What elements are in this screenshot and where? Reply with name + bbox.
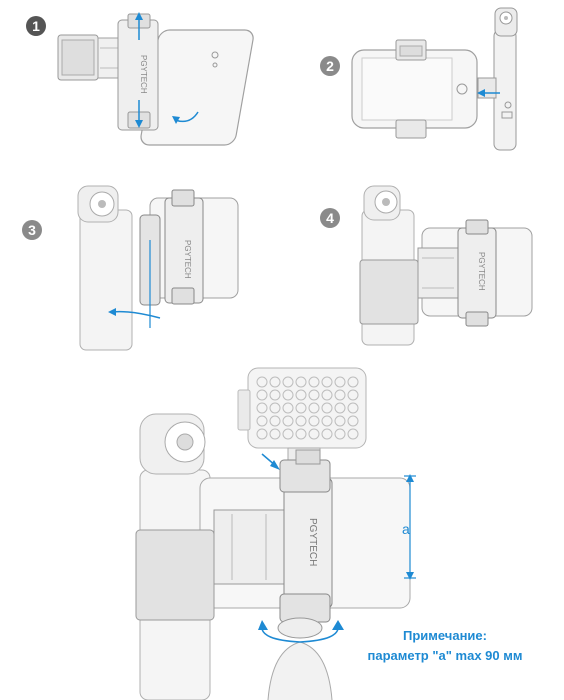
led-dot — [347, 415, 359, 427]
led-dot — [321, 389, 333, 401]
led-dot — [282, 402, 294, 414]
led-dot — [347, 376, 359, 388]
dimension-label-a: a — [402, 521, 410, 537]
led-dot — [282, 389, 294, 401]
led-dot — [334, 415, 346, 427]
assembled-illustration: PGYTECH — [135, 367, 416, 700]
step-2-panel: 2 — [282, 0, 564, 170]
led-dot — [295, 389, 307, 401]
led-dot — [334, 376, 346, 388]
led-dot — [334, 402, 346, 414]
led-dot — [282, 428, 294, 440]
led-dot — [295, 402, 307, 414]
led-dot — [256, 376, 268, 388]
assembled-illustration-panel: PGYTECH a — [0, 350, 564, 700]
step-number-badge: 2 — [320, 56, 340, 76]
led-dot — [256, 428, 268, 440]
led-dot — [347, 402, 359, 414]
led-dot — [269, 376, 281, 388]
step-4-illustration: PGYTECH — [359, 185, 533, 346]
step-1-panel: 1 PGYTECH — [0, 0, 282, 170]
brand-label: PGYTECH — [477, 252, 486, 291]
brand-label: PGYTECH — [307, 518, 318, 566]
led-dot — [308, 415, 320, 427]
led-dot — [282, 415, 294, 427]
led-dot — [308, 389, 320, 401]
led-dot — [321, 402, 333, 414]
led-dot — [295, 415, 307, 427]
step-4-panel: 4 PGYTECH — [282, 170, 564, 350]
led-dot — [334, 428, 346, 440]
note-text: параметр "a" max 90 мм — [367, 648, 523, 663]
led-dot — [269, 415, 281, 427]
note-block: Примечание: параметр "a" max 90 мм — [350, 626, 540, 666]
led-dot — [347, 389, 359, 401]
led-dot — [256, 402, 268, 414]
led-dot — [308, 376, 320, 388]
led-dot — [256, 415, 268, 427]
led-dot — [308, 402, 320, 414]
led-dot — [295, 376, 307, 388]
led-dot — [269, 428, 281, 440]
step-number-badge: 1 — [26, 16, 46, 36]
step-2-illustration — [351, 7, 518, 151]
note-title: Примечание: — [403, 628, 487, 643]
led-dot — [269, 402, 281, 414]
led-dot — [295, 428, 307, 440]
step-number-badge: 4 — [320, 208, 340, 228]
led-dot — [334, 389, 346, 401]
led-dot — [347, 428, 359, 440]
led-dot — [269, 389, 281, 401]
led-dot — [321, 428, 333, 440]
led-dot — [308, 428, 320, 440]
led-dot — [321, 376, 333, 388]
led-dot — [282, 376, 294, 388]
step-1-illustration: PGYTECH — [57, 12, 254, 146]
led-dot — [321, 415, 333, 427]
step-number-badge: 3 — [22, 220, 42, 240]
led-dot — [256, 389, 268, 401]
brand-label: PGYTECH — [139, 55, 148, 94]
step-3-panel: 3 PGYTECH — [0, 170, 282, 351]
step-3-illustration: PGYTECH — [77, 185, 239, 351]
brand-label: PGYTECH — [183, 240, 192, 279]
